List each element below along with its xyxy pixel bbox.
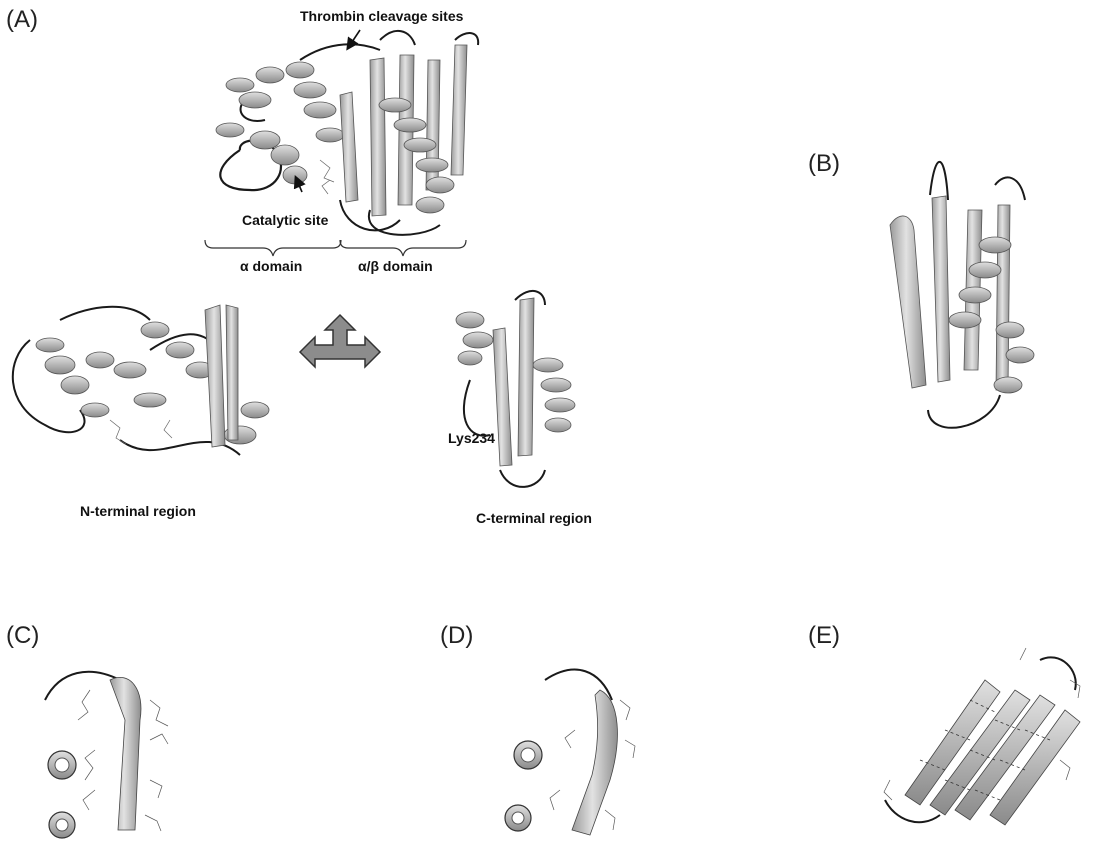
alpha-beta-domain-brace [340,240,466,256]
panel-e-structure [884,648,1080,825]
panel-b-structure [890,162,1034,428]
full-protein-structure [216,31,478,235]
alpha-domain-brace [205,240,341,256]
panel-d-structure [505,670,635,835]
c-terminal-structure [456,291,575,487]
split-arrow-icon [300,315,380,367]
n-terminal-structure [13,305,269,455]
panel-c-structure [45,672,168,838]
